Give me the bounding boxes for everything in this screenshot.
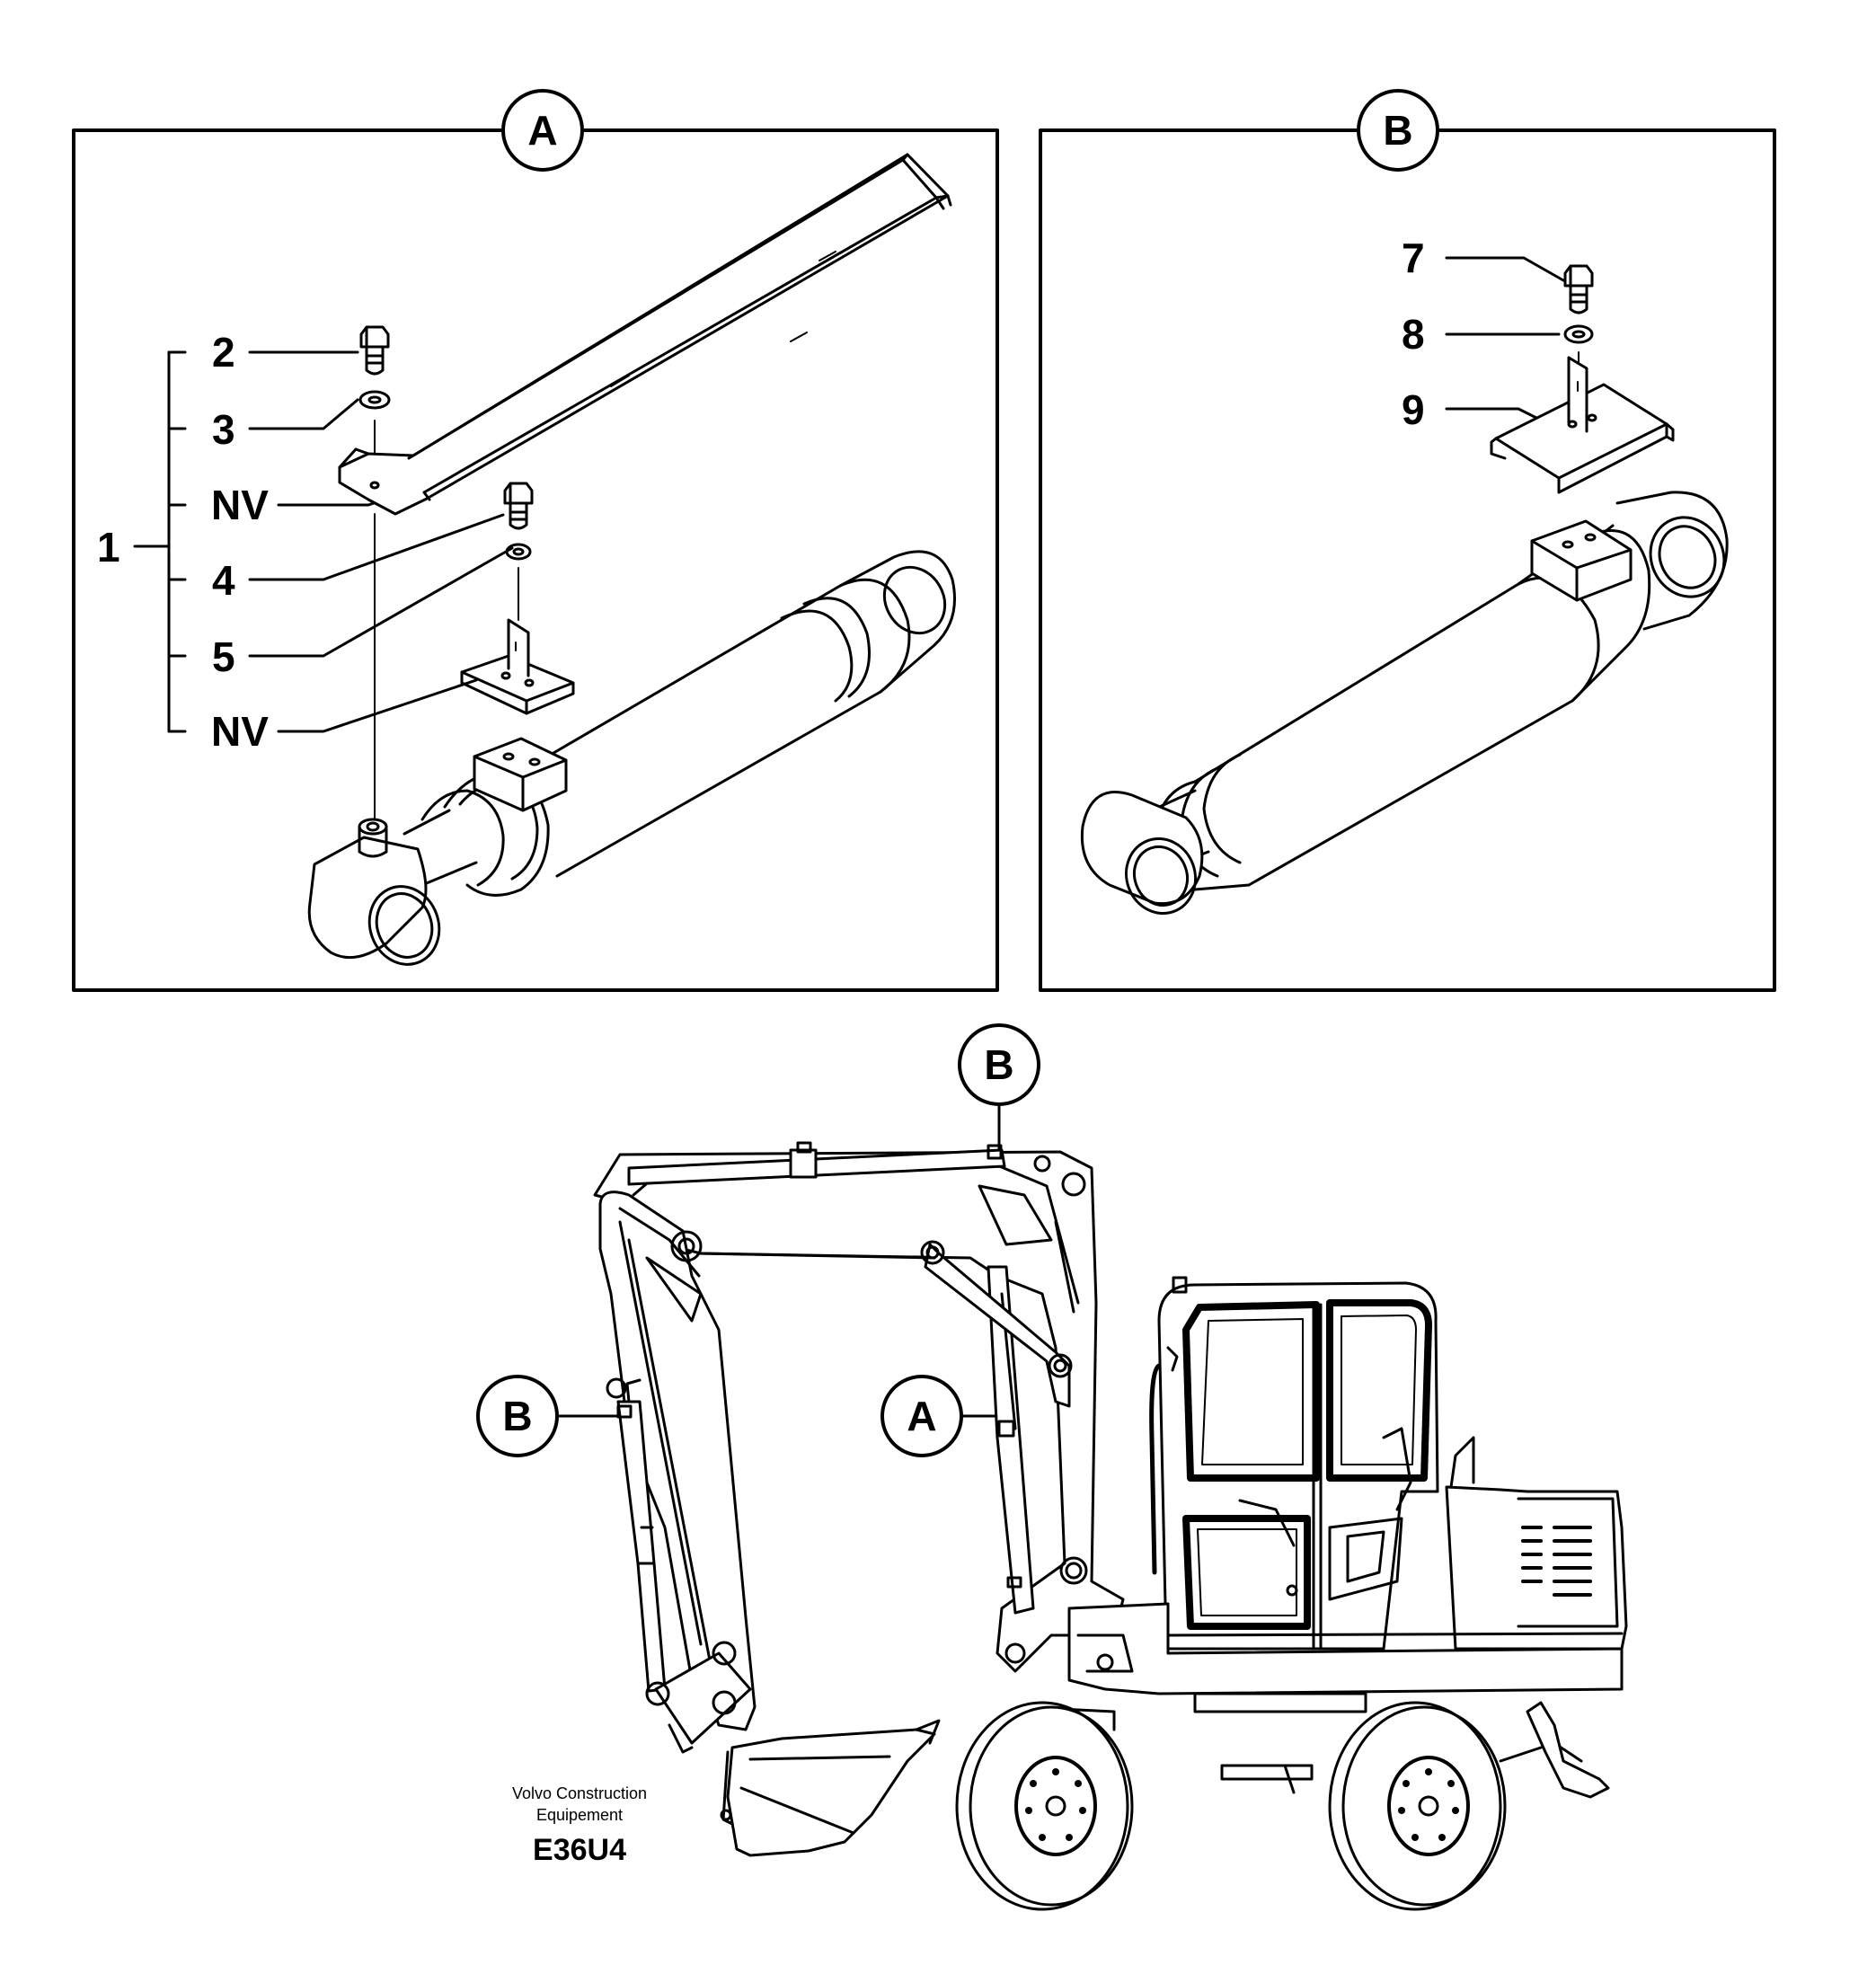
panel-a-frame	[72, 128, 999, 992]
callout-bracket	[133, 350, 187, 733]
callout-2: 2	[212, 329, 235, 376]
callout-3: 3	[212, 406, 235, 453]
company-name-line2: Equipement	[536, 1806, 623, 1824]
marker-left-b: B	[502, 1393, 532, 1439]
bolt-2-icon	[359, 325, 390, 376]
panel-a: A 1 2 3 NV 4 5 NV	[72, 89, 999, 992]
bolt-7-icon	[1563, 264, 1594, 314]
marker-top-b: B	[984, 1041, 1013, 1088]
front-wheel	[955, 1701, 1134, 1911]
guard-plate-long	[338, 153, 952, 516]
figure-code: E36U4	[533, 1833, 626, 1867]
callout-nv-upper: NV	[211, 482, 269, 528]
washer-5-icon	[505, 543, 532, 561]
callout-4: 4	[212, 557, 235, 604]
callout-5: 5	[212, 633, 235, 680]
guard-plate-small	[460, 618, 575, 715]
boom-cylinder	[987, 1265, 1035, 1615]
excavator-drawing: B B A	[476, 1023, 1628, 1911]
cab	[1149, 1276, 1439, 1651]
marker-mid-a: A	[907, 1393, 936, 1439]
bucket	[720, 1719, 941, 1857]
bracket-plate-9	[1490, 356, 1675, 494]
panel-a-label: A	[527, 107, 557, 154]
washer-3-icon	[358, 390, 391, 410]
callout-8: 8	[1402, 311, 1425, 358]
arm	[598, 1191, 936, 1731]
bolt-4-icon	[503, 482, 534, 530]
callout-nv-lower: NV	[211, 708, 269, 755]
panel-b: B 7 8 9	[1039, 89, 1776, 992]
rear-wheel	[1328, 1701, 1507, 1911]
chassis	[1022, 1602, 1624, 1794]
leader-lines-b	[1445, 256, 1565, 424]
callout-1: 1	[97, 524, 120, 571]
engine-housing	[1445, 1436, 1628, 1651]
callout-9: 9	[1402, 386, 1425, 433]
panel-b-label: B	[1383, 107, 1412, 154]
panel-b-label-circle	[1357, 89, 1439, 172]
arm-cylinder	[627, 1141, 1006, 1186]
leader-lines-a	[248, 350, 514, 733]
washer-8-icon	[1563, 324, 1594, 344]
company-name-line1: Volvo Construction	[512, 1784, 647, 1802]
callout-7: 7	[1402, 235, 1425, 281]
hydraulic-cylinder-b	[1080, 491, 1729, 916]
panel-a-label-circle	[501, 89, 584, 172]
dozer-blade	[1499, 1701, 1610, 1799]
hydraulic-cylinder-a	[307, 550, 956, 966]
bucket-linkage	[645, 1641, 752, 1754]
panel-b-frame	[1039, 128, 1776, 992]
